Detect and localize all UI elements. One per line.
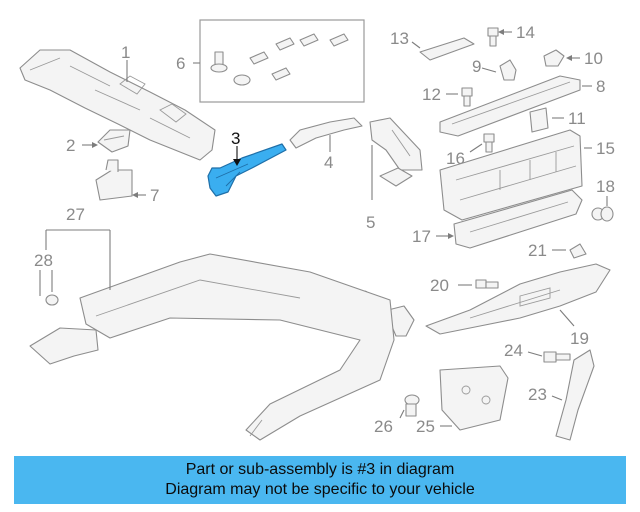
part-26-push-pin <box>404 394 420 417</box>
callout-27: 27 <box>66 205 85 224</box>
leader-19 <box>559 309 575 327</box>
part-12-bolt <box>461 87 473 107</box>
arrowhead-7 <box>132 192 138 198</box>
part-4-curved-rail <box>289 117 363 149</box>
part-19-lower-rail <box>425 263 611 335</box>
callout-9: 9 <box>472 57 481 76</box>
part-13-pad <box>419 37 475 61</box>
part-25-plate <box>439 365 509 431</box>
arrowhead-3 <box>233 159 241 166</box>
leader-28 <box>39 270 53 296</box>
arrowhead-14 <box>498 29 504 35</box>
part-info-banner: Part or sub-assembly is #3 in diagram Di… <box>14 456 626 504</box>
leader-16 <box>469 143 483 153</box>
part-28-corner-piece <box>29 294 99 365</box>
leader-24 <box>527 351 543 357</box>
callout-23: 23 <box>528 385 547 404</box>
leader-26 <box>399 409 405 419</box>
part-6-hardware-kit <box>210 33 349 86</box>
part-1-header-rail <box>19 49 216 161</box>
leader-23 <box>551 395 563 401</box>
callout-15: 15 <box>596 139 615 158</box>
part-11-clip <box>529 107 549 133</box>
arrowhead-10 <box>566 55 572 61</box>
hardware-kit-box <box>199 19 365 103</box>
part-18-plug <box>591 206 614 222</box>
part-7-latch-block <box>95 159 133 201</box>
part-5-latch-assembly <box>369 117 423 187</box>
leader-13 <box>411 41 421 49</box>
part-17-bracket <box>453 189 583 249</box>
callout-24: 24 <box>504 341 523 360</box>
callout-1: 1 <box>121 43 130 62</box>
banner-line-disclaimer: Diagram may not be specific to your vehi… <box>165 481 475 498</box>
arrowhead-17 <box>448 233 454 239</box>
callout-13: 13 <box>390 29 409 48</box>
callout-20: 20 <box>430 276 449 295</box>
part-16-bolt <box>483 133 495 153</box>
part-21-push-clip <box>569 243 587 259</box>
callout-17: 17 <box>412 227 431 246</box>
callout-6: 6 <box>176 54 185 73</box>
callout-3: 3 <box>231 129 240 148</box>
part-3-trim-highlighted <box>207 143 287 197</box>
leader-27 <box>45 229 111 290</box>
arrowhead-2 <box>92 142 98 148</box>
callout-18: 18 <box>596 177 615 196</box>
part-8-strip <box>439 75 581 137</box>
part-9-clip <box>499 59 517 81</box>
banner-line-part-number: Part or sub-assembly is #3 in diagram <box>185 461 455 478</box>
callout-4: 4 <box>324 153 333 172</box>
callout-28: 28 <box>34 251 53 270</box>
callout-2: 2 <box>66 136 75 155</box>
callout-25: 25 <box>416 417 435 436</box>
part-23-tall-bracket <box>555 349 595 441</box>
part-15-panel <box>439 129 583 221</box>
callout-7: 7 <box>150 186 159 205</box>
callout-11: 11 <box>568 109 586 128</box>
leader-9 <box>481 67 497 73</box>
callout-14: 14 <box>516 23 535 42</box>
callout-26: 26 <box>374 417 393 436</box>
callout-12: 12 <box>422 85 441 104</box>
callout-10: 10 <box>584 49 603 68</box>
part-2-bracket <box>97 129 131 153</box>
callout-5: 5 <box>366 213 375 232</box>
callout-8: 8 <box>596 77 605 96</box>
exploded-parts-diagram: 1 2 7 6 3 4 <box>19 19 615 441</box>
callout-19: 19 <box>570 329 589 348</box>
part-20-bolt <box>475 279 499 289</box>
part-27-top-cover <box>79 253 395 441</box>
part-24-bolt <box>543 351 571 363</box>
part-14-screw <box>487 27 499 47</box>
callout-21: 21 <box>528 241 547 260</box>
part-10-clip <box>543 49 565 67</box>
